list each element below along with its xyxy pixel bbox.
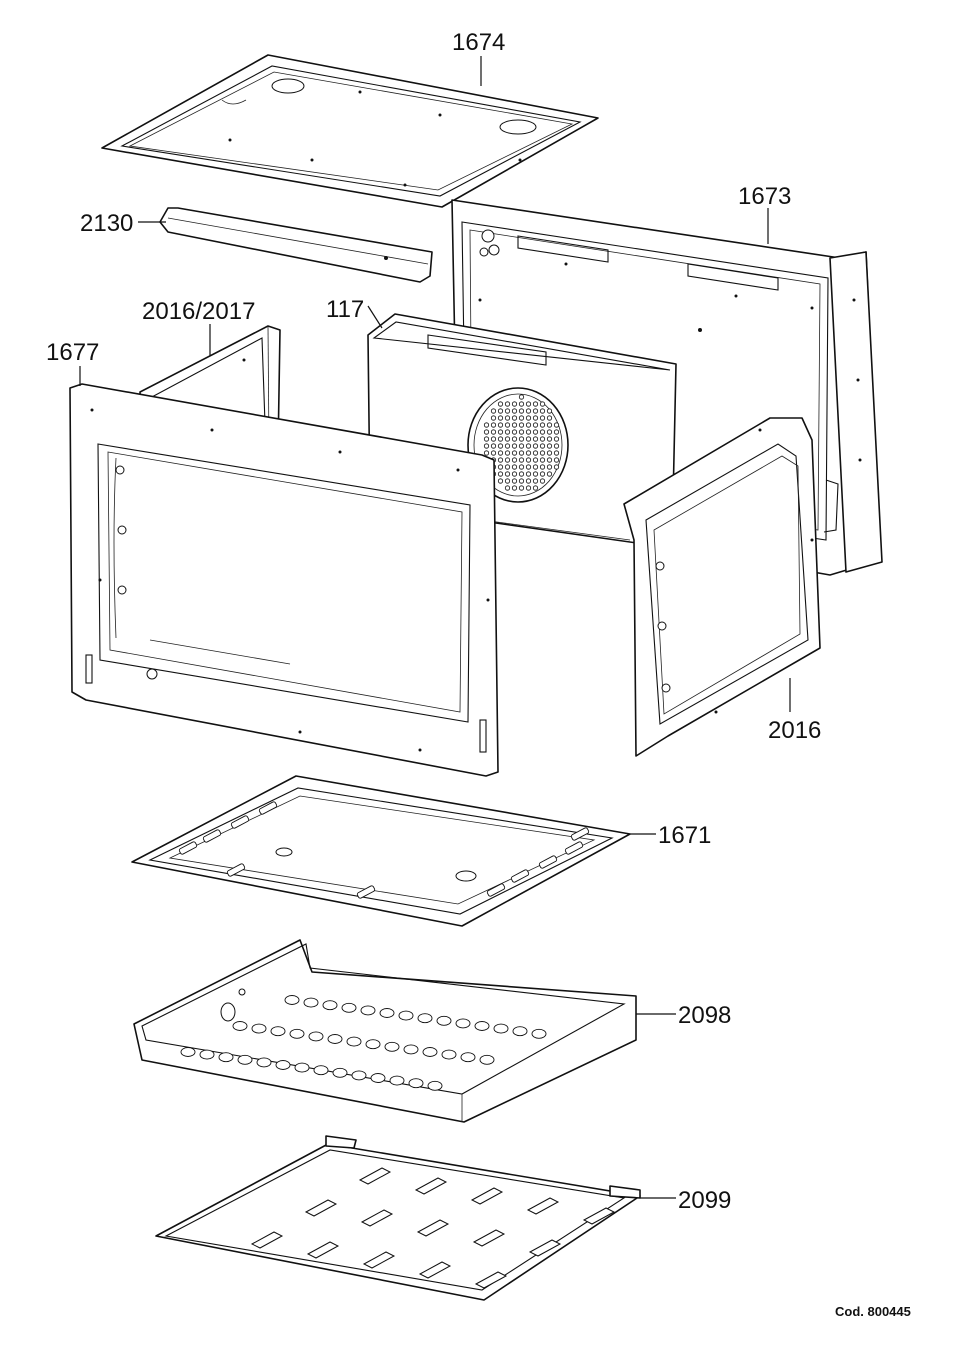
callout-2099: 2099 <box>678 1187 731 1214</box>
part-2016-right-side-panel <box>623 417 821 757</box>
part-2130-bar <box>159 207 433 283</box>
callout-117: 117 <box>326 296 364 323</box>
callout-2098: 2098 <box>678 1002 731 1029</box>
callout-1674: 1674 <box>452 29 505 56</box>
part-1677-front-frame <box>69 383 499 777</box>
vent-holes-icon <box>180 995 547 1091</box>
leader-lines <box>79 56 791 1199</box>
callout-1671: 1671 <box>658 822 711 849</box>
fan-grille-icon <box>483 394 560 491</box>
part-1674-top-panel <box>101 54 599 208</box>
part-2098-tray <box>133 939 637 1123</box>
callout-1673: 1673 <box>738 183 791 210</box>
callout-2016: 2016 <box>768 717 821 744</box>
drawing-code: Cod. 800445 <box>835 1304 911 1319</box>
callout-2016-2017: 2016/2017 <box>142 298 255 325</box>
callout-1677: 1677 <box>46 339 99 366</box>
slot-pattern-icon <box>178 801 590 899</box>
callout-2130: 2130 <box>80 210 133 237</box>
rect-openings-icon <box>250 1167 616 1289</box>
part-1671-bottom-frame <box>131 775 631 927</box>
part-2099-plate <box>155 1135 641 1301</box>
